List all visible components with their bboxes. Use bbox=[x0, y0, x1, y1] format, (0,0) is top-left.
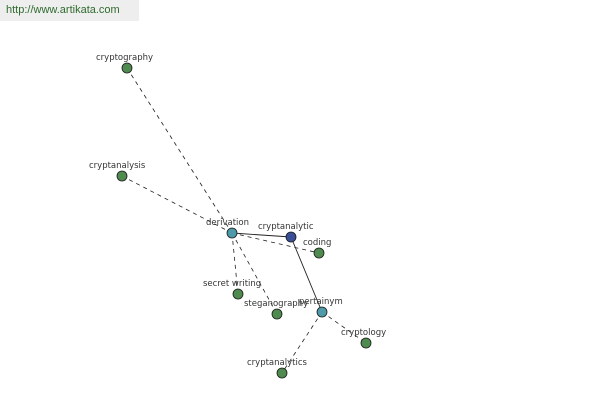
graph-nodes bbox=[116, 62, 372, 379]
graph-edges bbox=[121, 67, 367, 374]
watermark-url[interactable]: http://www.artikata.com bbox=[0, 0, 139, 21]
node-label-cryptanalysis[interactable]: cryptanalysis bbox=[89, 161, 146, 171]
node-cryptanalytics[interactable] bbox=[276, 367, 288, 379]
node-cryptanalytic[interactable] bbox=[285, 231, 297, 243]
edge-pertainym-cryptology bbox=[321, 311, 367, 344]
node-label-cryptography[interactable]: cryptography bbox=[96, 53, 153, 63]
node-steganography[interactable] bbox=[271, 308, 283, 320]
node-label-pertainym[interactable]: pertainym bbox=[299, 297, 343, 307]
edge-cryptanalytic-pertainym bbox=[290, 236, 323, 313]
node-secret-writing[interactable] bbox=[232, 288, 244, 300]
node-label-derivation[interactable]: derivation bbox=[206, 218, 249, 228]
node-pertainym[interactable] bbox=[316, 306, 328, 318]
node-cryptography[interactable] bbox=[121, 62, 133, 74]
node-label-cryptology[interactable]: cryptology bbox=[341, 328, 386, 338]
node-coding[interactable] bbox=[313, 247, 325, 259]
node-derivation[interactable] bbox=[226, 227, 238, 239]
edge-derivation-coding bbox=[231, 232, 320, 254]
node-label-coding[interactable]: coding bbox=[303, 238, 331, 248]
node-label-secret-writing[interactable]: secret writing bbox=[203, 279, 261, 289]
graph-labels: cryptography cryptanalysis derivation crypt… bbox=[89, 53, 386, 368]
node-cryptology[interactable] bbox=[360, 337, 372, 349]
edge-cryptography-derivation bbox=[126, 67, 233, 234]
node-label-cryptanalytics[interactable]: cryptanalytics bbox=[247, 358, 307, 368]
node-cryptanalysis[interactable] bbox=[116, 170, 128, 182]
edge-derivation-cryptanalytic bbox=[231, 232, 292, 238]
node-label-cryptanalytic[interactable]: cryptanalytic bbox=[258, 222, 314, 232]
edge-derivation-secret-writing bbox=[231, 232, 239, 295]
node-label-steganography[interactable]: steganography bbox=[244, 299, 308, 309]
